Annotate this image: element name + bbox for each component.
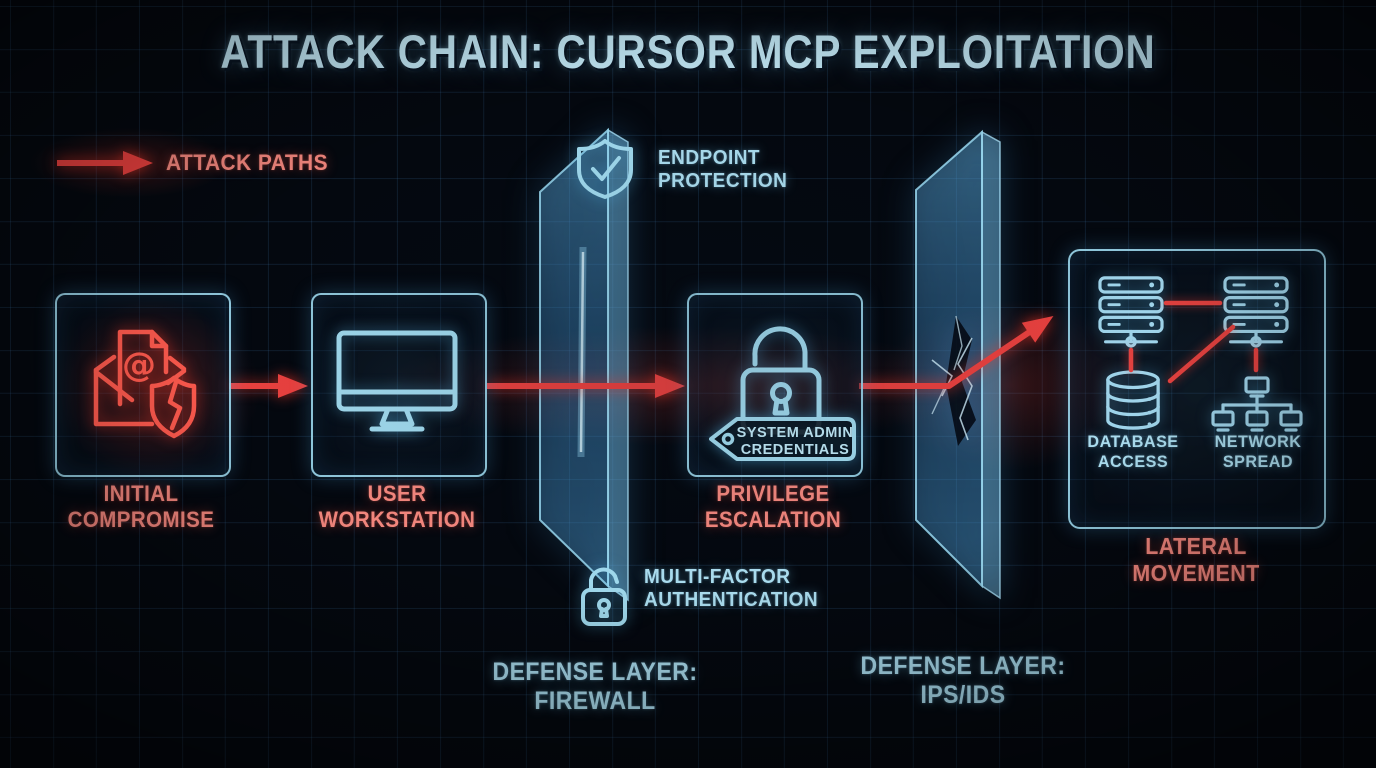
attack-chain-diagram: ATTACK CHAIN: CURSOR MCP EXPLOITATION (0, 0, 1376, 768)
vignette-overlay (0, 0, 1376, 768)
